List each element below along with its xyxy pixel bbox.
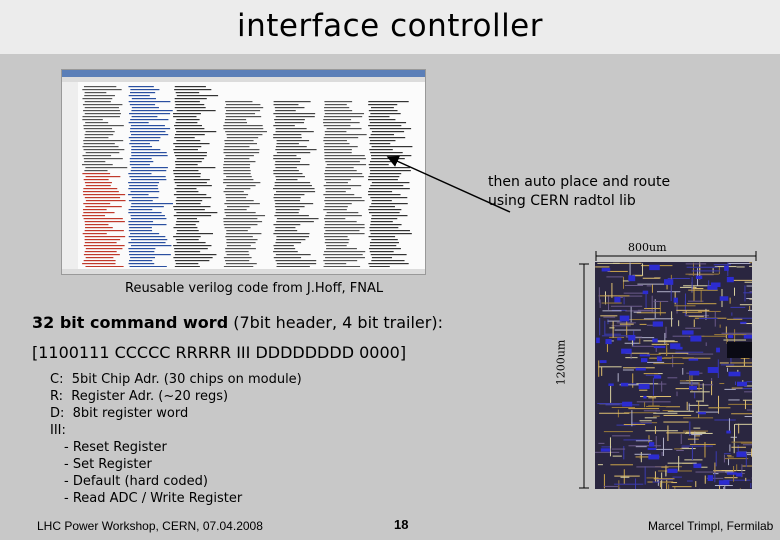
chip-layout-image [595,262,752,489]
instruction-read-write: - Read ADC / Write Register [64,491,243,506]
definition-chip-address: C: 5bit Chip Adr. (30 chips on module) [50,372,302,387]
route-note-line2: using CERN radtol lib [488,193,636,209]
width-label: 800um [628,241,667,254]
editor-line-gutter [62,82,78,274]
instruction-default: - Default (hard coded) [64,474,208,489]
route-note: then auto place and route using CERN rad… [488,173,670,211]
title-bar: interface controller [0,0,780,54]
instruction-set: - Set Register [64,457,152,472]
pointer-arrow [386,155,511,213]
chip-layout-texture [595,262,752,489]
slide-title: interface controller [237,8,543,44]
field-definitions: C: 5bit Chip Adr. (30 chips on module) R… [50,371,302,507]
footer-event: LHC Power Workshop, CERN, 07.04.2008 [37,519,263,533]
code-caption: Reusable verilog code from J.Hoff, FNAL [125,281,384,296]
bit-pattern: [1100111 CCCCC RRRRR III DDDDDDDD 0000] [32,343,407,362]
route-note-line1: then auto place and route [488,174,671,190]
instruction-reset: - Reset Register [64,440,167,455]
editor-title-bar [62,70,425,77]
command-word-heading: 32 bit command word (7bit header, 4 bit … [32,313,443,332]
command-word-bold: 32 bit command word [32,313,229,332]
definition-register-address: R: Register Adr. (~20 regs) [50,389,229,404]
definition-register-word: D: 8bit register word [50,406,189,421]
page-number: 18 [394,517,409,532]
editor-menu-bar [62,77,425,82]
height-label: 1200um [554,339,568,386]
command-word-detail: (7bit header, 4 bit trailer): [228,313,443,332]
code-text-texture [82,86,413,267]
footer-author: Marcel Trimpl, Fermilab [648,519,774,533]
definition-instruction: III: [50,423,66,438]
verilog-code-screenshot [61,69,426,275]
editor-status-bar [62,269,425,274]
